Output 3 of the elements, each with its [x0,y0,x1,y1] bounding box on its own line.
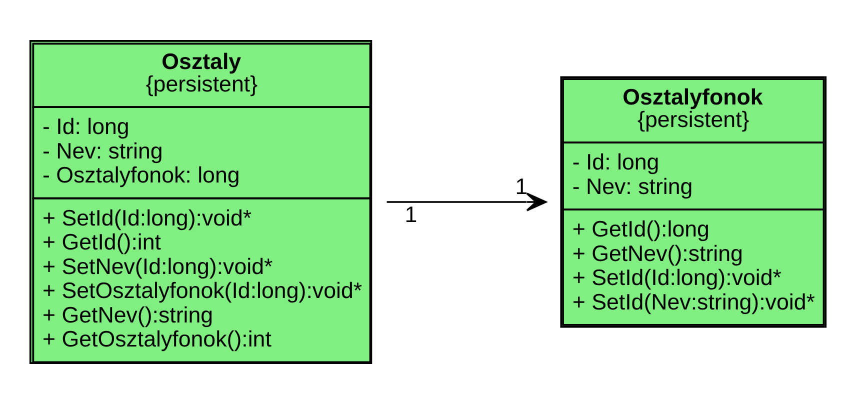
label: 1 [404,201,418,226]
label: 1 [515,173,528,198]
arrow [386,192,547,211]
